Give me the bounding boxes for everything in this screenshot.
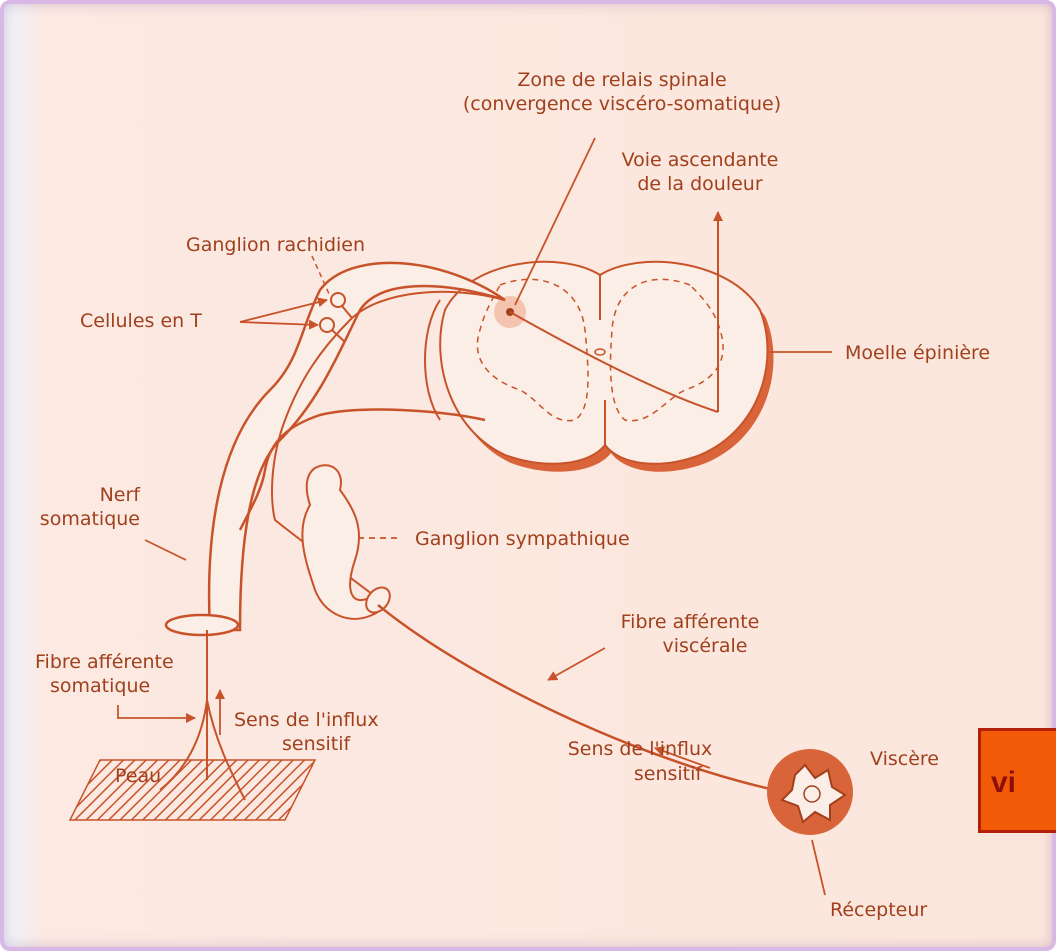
sympathetic-ganglion xyxy=(302,465,394,619)
label-nerve-2: somatique xyxy=(40,508,140,530)
label-sens-influx-visceral-2: sensitif xyxy=(634,763,704,785)
viscera xyxy=(767,749,853,835)
label-sens-influx-somatic-1: Sens de l'influx xyxy=(234,709,379,731)
label-spinal-cord: Moelle épinière xyxy=(845,342,990,364)
label-ascending-2: de la douleur xyxy=(637,173,762,195)
label-viscera: Viscère xyxy=(870,748,939,770)
label-ascending-1: Voie ascendante xyxy=(622,149,779,171)
overlay-title-text: vi xyxy=(991,766,1016,800)
label-dorsal-root-ganglion: Ganglion rachidien xyxy=(186,234,365,256)
label-receptor: Récepteur xyxy=(830,899,927,921)
label-somatic-fiber-1: Fibre afférente xyxy=(35,651,174,673)
label-visceral-fiber-1: Fibre afférente xyxy=(621,611,760,633)
label-relay-zone-2: (convergence viscéro-somatique) xyxy=(463,93,781,115)
label-sympathetic-ganglion: Ganglion sympathique xyxy=(415,528,630,550)
label-visceral-fiber-2: viscérale xyxy=(663,635,748,657)
label-t-cells: Cellules en T xyxy=(80,310,202,332)
label-relay-zone-1: Zone de relais spinale xyxy=(517,69,726,91)
label-sens-influx-somatic-2: sensitif xyxy=(282,733,352,755)
skin-patch xyxy=(70,760,315,820)
overlay-title-box: vi xyxy=(978,728,1056,833)
label-sens-influx-visceral-1: Sens de l'influx xyxy=(568,738,713,760)
label-skin: Peau xyxy=(115,765,161,787)
label-somatic-fiber-2: somatique xyxy=(50,675,150,697)
label-nerve-1: Nerf xyxy=(100,484,142,506)
